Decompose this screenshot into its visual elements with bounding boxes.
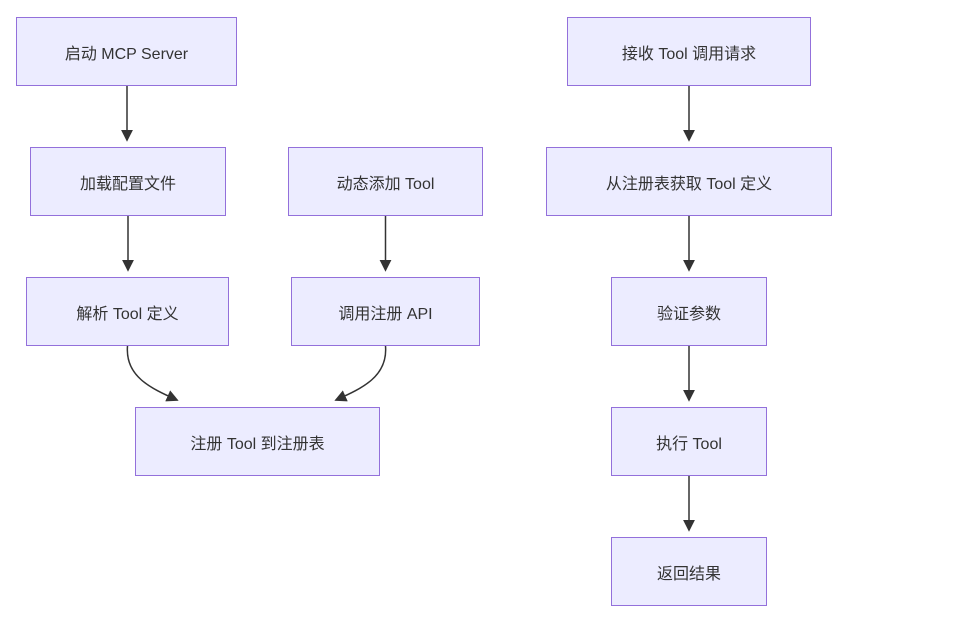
- node-dynamic-add-tool: 动态添加 Tool: [288, 147, 483, 216]
- node-start-mcp-server: 启动 MCP Server: [16, 17, 237, 86]
- node-get-tool-def: 从注册表获取 Tool 定义: [546, 147, 832, 216]
- edge-api-to-reg: [334, 345, 387, 402]
- edge-parse-to-reg: [126, 345, 179, 402]
- node-validate-params: 验证参数: [611, 277, 767, 346]
- node-parse-tool-def: 解析 Tool 定义: [26, 277, 229, 346]
- node-execute-tool: 执行 Tool: [611, 407, 767, 476]
- node-receive-request: 接收 Tool 调用请求: [567, 17, 811, 86]
- node-load-config-file: 加载配置文件: [30, 147, 226, 216]
- node-register-tool: 注册 Tool 到注册表: [135, 407, 380, 476]
- node-return-result: 返回结果: [611, 537, 767, 606]
- node-call-register-api: 调用注册 API: [291, 277, 480, 346]
